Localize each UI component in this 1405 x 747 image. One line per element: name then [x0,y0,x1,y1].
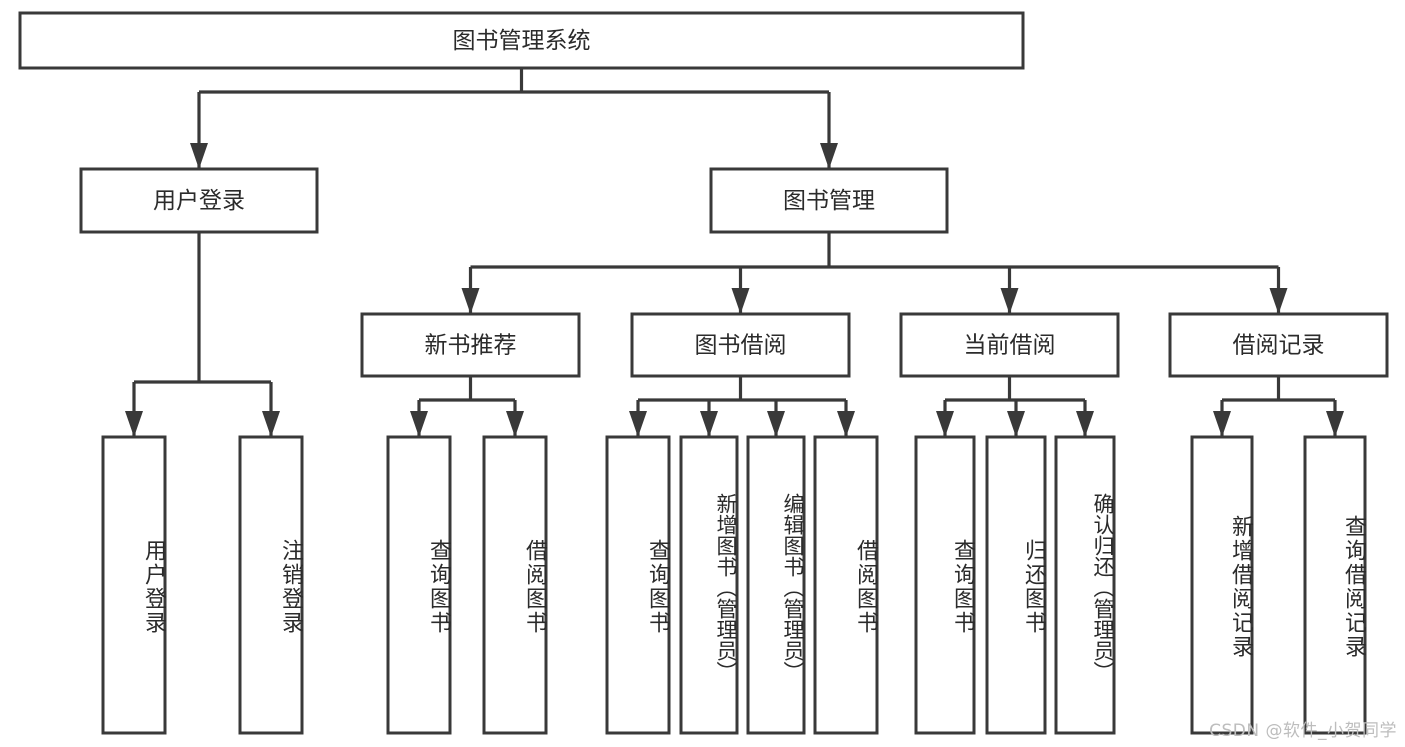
arrow-head-icon [767,411,785,437]
arrow-head-icon [629,411,647,437]
node-box-leaf-edit-book-admin[interactable] [746,435,806,735]
arrow-head-icon [731,288,750,314]
arrow-head-icon [1213,411,1231,437]
arrow-head-icon [190,143,208,169]
arrow-head-icon [506,411,524,437]
node-label-new-book-recommend: 新书推荐 [425,333,517,359]
arrow-head-icon [125,411,143,437]
node-label-user-login: 用户登录 [153,188,245,214]
node-box-borrow-record[interactable] [1168,312,1389,378]
node-box-user-login[interactable] [79,167,319,234]
arrow-head-icon [410,411,428,437]
node-box-leaf-confirm-return-admin[interactable] [1054,435,1116,735]
node-box-leaf-query-book-current[interactable] [914,435,976,735]
arrow-head-icon [1000,288,1019,314]
arrow-head-icon [700,411,718,437]
node-box-leaf-query-book-recommend[interactable] [386,435,452,735]
node-box-book-borrow[interactable] [630,312,851,378]
node-box-current-borrow[interactable] [899,312,1120,378]
node-box-leaf-query-book-borrow[interactable] [605,435,671,735]
arrow-head-icon [1076,411,1094,437]
node-box-leaf-query-borrow-record[interactable] [1303,435,1367,735]
arrow-head-icon [820,143,838,169]
node-box-leaf-add-book-admin[interactable] [679,435,739,735]
boxes-layer [18,11,1389,735]
node-box-root[interactable] [18,11,1025,70]
node-label-current-borrow: 当前借阅 [964,333,1056,359]
arrow-head-icon [936,411,954,437]
arrow-head-icon [1007,411,1025,437]
node-label-book-management: 图书管理 [783,188,875,214]
node-box-leaf-user-login[interactable] [101,435,167,735]
node-box-leaf-borrow-book-recommend[interactable] [482,435,548,735]
node-label-root: 图书管理系统 [453,28,591,54]
arrow-head-icon [262,411,280,437]
node-label-borrow-record: 借阅记录 [1233,333,1325,359]
node-box-new-book-recommend[interactable] [360,312,581,378]
arrow-head-icon [1326,411,1344,437]
node-box-leaf-add-borrow-record[interactable] [1190,435,1254,735]
node-box-leaf-logout-login[interactable] [238,435,304,735]
node-box-leaf-borrow-book-borrow[interactable] [813,435,879,735]
node-box-book-management[interactable] [709,167,949,234]
arrow-head-icon [837,411,855,437]
connectors-layer [125,68,1344,437]
arrow-head-icon [1269,288,1288,314]
node-box-leaf-return-book[interactable] [985,435,1047,735]
node-label-book-borrow: 图书借阅 [695,333,787,359]
watermark-text: CSDN @软件_小贺同学 [1209,721,1397,741]
arrow-head-icon [461,288,480,314]
